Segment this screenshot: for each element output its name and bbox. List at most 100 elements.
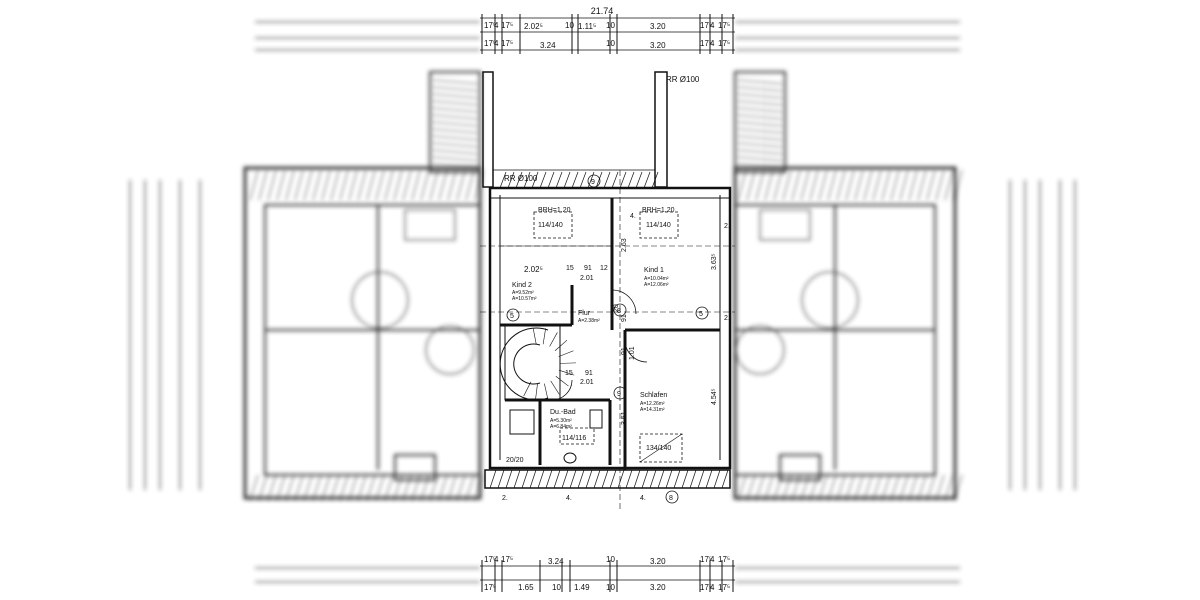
top-dim-2: 4 <box>494 21 499 30</box>
top-dim-8: 3.20 <box>650 22 666 31</box>
hatch-line <box>899 474 909 501</box>
hatch-line <box>577 469 585 489</box>
inner-dim-15: 91 <box>621 314 628 322</box>
hatch-line <box>737 474 747 501</box>
hatch-line <box>549 332 558 347</box>
window-size-left: 114/140 <box>538 222 563 229</box>
hatch-line <box>558 369 575 376</box>
hatch-line <box>393 169 403 201</box>
inner-dim-6: 91 <box>585 370 593 377</box>
window-size-bath: 114/116 <box>562 435 586 442</box>
hatch-line <box>673 469 681 489</box>
bottom2-dim-2: 1.65 <box>518 583 534 592</box>
hatch-line <box>258 169 268 201</box>
hatch-line <box>375 169 385 201</box>
axis-9-top: 9 <box>591 179 595 186</box>
hatch-line <box>736 114 784 120</box>
top2-dim-3: 17⁵ <box>501 39 513 48</box>
hatch-line <box>818 474 828 501</box>
hatch-line <box>539 171 547 189</box>
top2-dim-6: 3.20 <box>650 41 666 50</box>
bottom-dim-9: 17⁵ <box>718 555 730 564</box>
inner-dim-10: 2.63 <box>621 238 628 252</box>
hatch-line <box>303 169 313 201</box>
hatch-line <box>285 474 295 501</box>
top2-dim-5: 10 <box>606 39 615 48</box>
bottom-dim-4: 3.24 <box>548 557 564 566</box>
hatch-line <box>357 474 367 501</box>
hatch-line <box>854 169 864 201</box>
hatch-line <box>420 169 430 201</box>
hatch-line <box>456 474 466 501</box>
hatch-line <box>736 93 784 99</box>
hatch-line <box>595 171 603 189</box>
hatch-line <box>736 121 784 127</box>
hatch-line <box>431 107 479 113</box>
hatch-line <box>665 469 673 489</box>
hatch-line <box>375 474 385 501</box>
hatch-line <box>294 169 304 201</box>
window-size-schlafen: 134/140 <box>646 445 671 452</box>
hatch-line <box>953 474 963 501</box>
hatch-line <box>431 163 479 169</box>
hatch-line <box>544 383 549 400</box>
hatch-line <box>649 469 657 489</box>
window-brh-left: BRH=1.20 <box>538 207 571 214</box>
hatch-line <box>571 171 579 189</box>
hatch-line <box>249 169 259 201</box>
room-kind2-area-a: A=9.52m² <box>512 290 534 296</box>
hatch-line <box>429 169 439 201</box>
hatch-line <box>431 86 479 92</box>
bottom2-dim-6: 3.20 <box>650 583 666 592</box>
axis-20: 20 <box>613 304 620 312</box>
hatch-line <box>276 474 286 501</box>
hatch-line <box>603 171 611 189</box>
hatch-line <box>411 169 421 201</box>
overall-dimension: 21.74 <box>591 6 614 16</box>
hatch-line <box>899 169 909 201</box>
bottom2-dim-3: 10 <box>552 583 561 592</box>
top-dim-4: 2.02⁵ <box>524 22 543 31</box>
hatch-line <box>431 121 479 127</box>
hatch-line <box>641 469 649 489</box>
hatch-line <box>593 469 601 489</box>
room-bath-name: Du.-Bad <box>550 409 576 416</box>
room-flur-area: A=2.38m² <box>578 318 600 324</box>
room-labels: Kind 2 A=9.52m² A=10.57m² Kind 1 A=10.04… <box>512 267 669 430</box>
hatch-line <box>431 149 479 155</box>
blurred-left-unit <box>129 21 482 583</box>
top2-dim-7: 17⁵ <box>700 39 712 48</box>
hatch-line <box>935 474 945 501</box>
hatch-line <box>791 474 801 501</box>
bottom-dim-2: 4 <box>494 555 499 564</box>
hatch-line <box>755 474 765 501</box>
inner-dim-3: 91 <box>584 265 592 272</box>
central-unit <box>480 14 735 592</box>
hatch-line <box>276 169 286 201</box>
bottom2-dim-4: 1.49 <box>574 583 590 592</box>
hatch-line <box>431 128 479 134</box>
hatch-line <box>736 156 784 162</box>
hatch-line <box>736 86 784 92</box>
hatch-line <box>773 169 783 201</box>
hatch-line <box>908 169 918 201</box>
hatch-line <box>431 79 479 85</box>
top-dim-3: 17⁵ <box>501 21 513 30</box>
hatch-line <box>854 474 864 501</box>
hatch-line <box>267 169 277 201</box>
inner-dim-2: 15 <box>566 265 574 272</box>
hatch-line <box>411 474 421 501</box>
hatch-line <box>431 135 479 141</box>
hatch-line <box>908 474 918 501</box>
hatch-line <box>736 107 784 113</box>
hatch-line <box>569 469 577 489</box>
hatch-line <box>890 169 900 201</box>
room-kind1-name: Kind 1 <box>644 267 664 274</box>
hatch-line <box>697 469 705 489</box>
hatch-line <box>845 474 855 501</box>
hatch-line <box>863 474 873 501</box>
room-bath-area-b: A=6.84m² <box>550 424 572 430</box>
hatch-line <box>836 169 846 201</box>
hatch-line <box>431 142 479 148</box>
hatch-line <box>736 128 784 134</box>
